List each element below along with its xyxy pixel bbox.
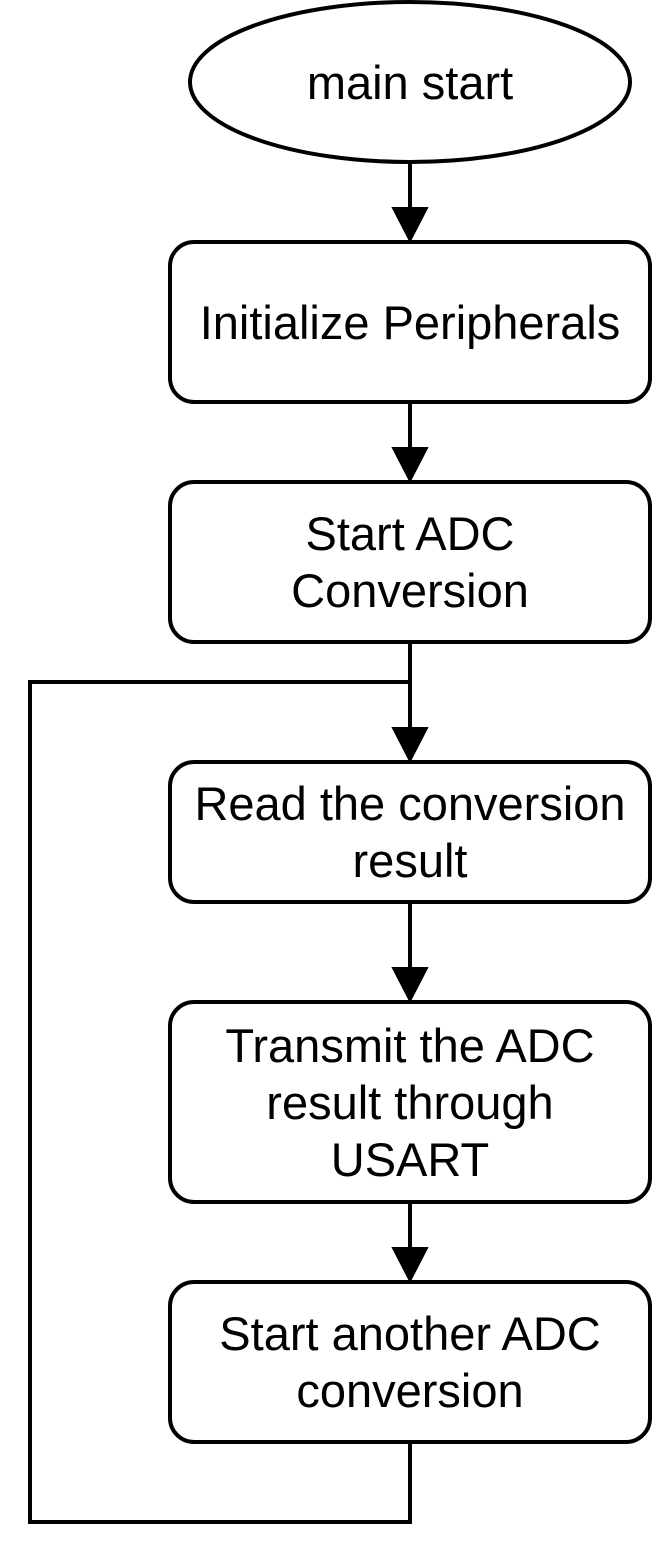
node-start-shape [188,0,632,164]
arrowhead-start-adc [391,447,429,484]
arrowheads [391,207,429,1284]
node-start-adc-shape [168,480,652,644]
node-transmit-shape [168,1000,652,1204]
nodes [168,0,652,1444]
arrowhead-transmit [391,967,429,1004]
arrowhead-init [391,207,429,244]
arrowhead-restart [391,1247,429,1284]
arrowhead-read [391,727,429,764]
node-init-shape [168,240,652,404]
node-restart-shape [168,1280,652,1444]
node-read-shape [168,760,652,904]
edge-loop-back [28,680,412,1524]
connectors [28,163,412,1524]
